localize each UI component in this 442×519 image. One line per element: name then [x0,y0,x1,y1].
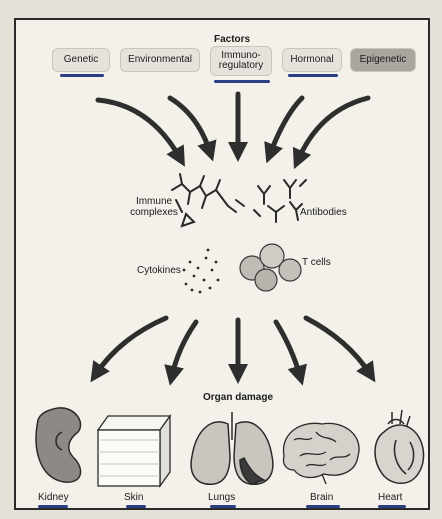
skin-icon [98,416,170,486]
arrow-to-kidney [96,318,166,374]
immune-complexes-icon [172,174,244,226]
t-cells-icon [240,244,301,291]
arrow-to-brain [276,322,300,376]
arrow-hormonal [270,98,302,154]
arrow-genetic [98,100,180,158]
arrow-epigenetic [298,98,368,160]
lungs-icon [191,412,273,484]
upper-arrows [98,94,368,160]
antibodies-icon [254,180,306,222]
arrow-to-skin [172,322,196,376]
cytokines-icon [183,249,220,294]
brain-icon [283,423,359,484]
arrow-environmental [170,98,210,152]
arrow-to-heart [306,318,370,374]
heart-icon [375,410,424,483]
lower-arrows [96,318,370,376]
kidney-icon [36,408,80,482]
